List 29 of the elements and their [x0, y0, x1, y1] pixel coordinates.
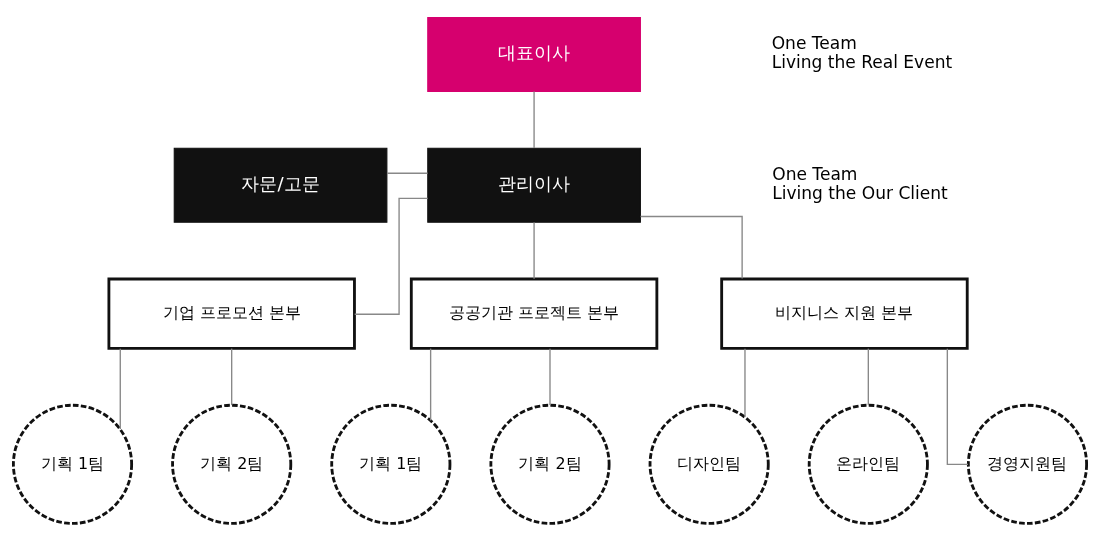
- node-box: 관리이사: [427, 147, 641, 223]
- node-circle: 기획 1팀: [330, 403, 452, 525]
- node-label: One Team: [772, 163, 858, 184]
- connector: [533, 90, 535, 149]
- connector: [386, 172, 429, 174]
- node-circle: 경영지원팀: [966, 403, 1088, 525]
- node-box: 공공기관 프로젝트 본부: [409, 277, 659, 350]
- connector: [231, 347, 233, 406]
- node-box: 기업 프로모션 본부: [107, 277, 356, 350]
- node-circle: 기획 1팀: [12, 403, 134, 525]
- connector: [549, 347, 551, 406]
- node-circle: 기획 2팀: [171, 403, 293, 525]
- connector: [119, 347, 121, 430]
- connector: [744, 347, 746, 418]
- connector: [867, 347, 869, 406]
- node-label: One Team: [771, 32, 857, 53]
- node-circle: 기획 2팀: [489, 403, 611, 525]
- node-box: 비지니스 지원 본부: [720, 277, 969, 350]
- connector: [429, 347, 432, 422]
- node-circle: 온라인팀: [807, 403, 929, 525]
- connector: [639, 215, 743, 280]
- connector: [946, 347, 969, 465]
- node-label: Living the Real Event: [771, 52, 953, 73]
- node-label: Living the Our Client: [772, 182, 948, 203]
- connector: [533, 221, 535, 280]
- connector: [354, 197, 429, 315]
- node-box: 자문/고문: [173, 147, 388, 223]
- node-circle: 디자인팀: [648, 403, 770, 525]
- node-box: 대표이사: [427, 17, 641, 92]
